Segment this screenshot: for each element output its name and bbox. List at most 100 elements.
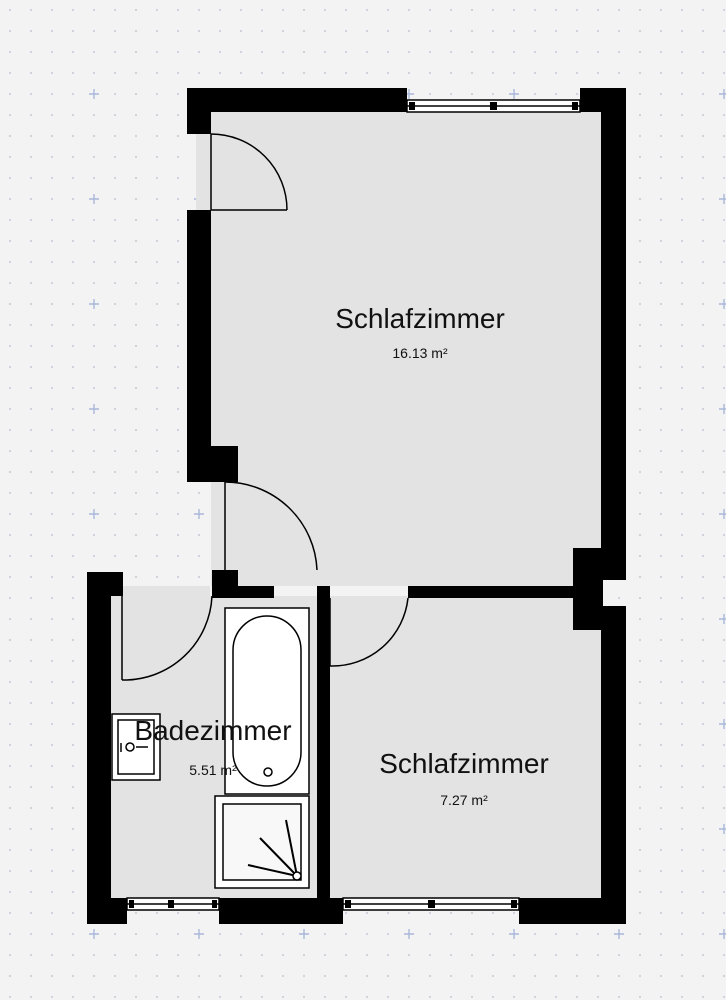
grid-dot — [135, 492, 137, 494]
grid-dot — [366, 954, 368, 956]
grid-dot — [660, 261, 662, 263]
grid-dot — [303, 30, 305, 32]
grid-dot — [702, 114, 704, 116]
grid-dot — [660, 681, 662, 683]
grid-dot — [51, 156, 53, 158]
grid-dot — [639, 429, 641, 431]
grid-dot — [219, 9, 221, 11]
grid-dot — [72, 996, 74, 998]
grid-dot — [72, 660, 74, 662]
grid-dot — [156, 177, 158, 179]
grid-dot — [324, 954, 326, 956]
grid-dot — [93, 534, 95, 536]
room-name-bedroom-large: Schlafzimmer — [335, 303, 505, 334]
grid-dot — [639, 576, 641, 578]
grid-dot — [51, 912, 53, 914]
grid-dot — [156, 282, 158, 284]
grid-dot — [282, 30, 284, 32]
grid-dot — [681, 891, 683, 893]
grid-dot — [639, 534, 641, 536]
grid-dot — [681, 681, 683, 683]
grid-dot — [9, 534, 11, 536]
grid-dot — [639, 114, 641, 116]
grid-dot — [9, 723, 11, 725]
grid-dot — [513, 51, 515, 53]
grid-dot — [555, 996, 557, 998]
grid-dot — [639, 387, 641, 389]
grid-dot — [51, 198, 53, 200]
doors — [121, 133, 409, 681]
wall-bath-top-stub — [87, 572, 123, 596]
grid-dot — [282, 9, 284, 11]
grid-dot — [198, 51, 200, 53]
grid-dot — [156, 576, 158, 578]
grid-dot — [471, 933, 473, 935]
room-labels: Schlafzimmer 16.13 m² Badezimmer 5.51 m²… — [134, 303, 548, 808]
grid-dot — [72, 576, 74, 578]
grid-dot — [639, 282, 641, 284]
grid-dot — [660, 555, 662, 557]
grid-dot — [660, 786, 662, 788]
grid-dot — [702, 177, 704, 179]
grid-dot — [51, 114, 53, 116]
grid-dot — [114, 198, 116, 200]
grid-dot — [366, 9, 368, 11]
wall-right-lower — [601, 606, 626, 924]
grid-dot — [660, 807, 662, 809]
grid-dot — [51, 975, 53, 977]
grid-dot — [702, 30, 704, 32]
grid-dot — [450, 30, 452, 32]
grid-dot — [702, 408, 704, 410]
grid-dot — [681, 576, 683, 578]
grid-dot — [30, 555, 32, 557]
grid-dot — [639, 786, 641, 788]
grid-dot — [30, 534, 32, 536]
grid-dot — [639, 702, 641, 704]
grid-dot — [51, 513, 53, 515]
grid-dot — [135, 408, 137, 410]
grid-dot — [723, 597, 725, 599]
grid-dot — [324, 30, 326, 32]
grid-dot — [9, 219, 11, 221]
grid-dot — [492, 30, 494, 32]
grid-dot — [93, 219, 95, 221]
grid-dot — [135, 135, 137, 137]
grid-dot — [156, 450, 158, 452]
grid-dot — [177, 555, 179, 557]
grid-dot — [135, 198, 137, 200]
grid-dot — [660, 954, 662, 956]
grid-cross-icon — [719, 89, 726, 99]
grid-dot — [30, 30, 32, 32]
grid-dot — [261, 9, 263, 11]
windows — [126, 99, 581, 911]
grid-dot — [51, 387, 53, 389]
grid-dot — [639, 849, 641, 851]
grid-dot — [660, 723, 662, 725]
grid-dot — [408, 30, 410, 32]
grid-dot — [219, 30, 221, 32]
grid-dot — [660, 114, 662, 116]
grid-dot — [72, 639, 74, 641]
grid-dot — [702, 723, 704, 725]
grid-dot — [240, 954, 242, 956]
wall-bottom-left-stub — [87, 898, 127, 924]
grid-dot — [30, 177, 32, 179]
grid-dot — [450, 72, 452, 74]
grid-dot — [9, 891, 11, 893]
grid-dot — [198, 954, 200, 956]
grid-dot — [93, 366, 95, 368]
grid-dot — [30, 744, 32, 746]
grid-dot — [72, 828, 74, 830]
grid-dot — [177, 219, 179, 221]
grid-dot — [324, 51, 326, 53]
grid-dot — [51, 639, 53, 641]
grid-dot — [135, 9, 137, 11]
grid-dot — [30, 324, 32, 326]
grid-dot — [702, 639, 704, 641]
grid-dot — [93, 387, 95, 389]
grid-dot — [534, 9, 536, 11]
grid-dot — [240, 9, 242, 11]
grid-dot — [555, 975, 557, 977]
grid-dot — [135, 177, 137, 179]
grid-dot — [9, 9, 11, 11]
